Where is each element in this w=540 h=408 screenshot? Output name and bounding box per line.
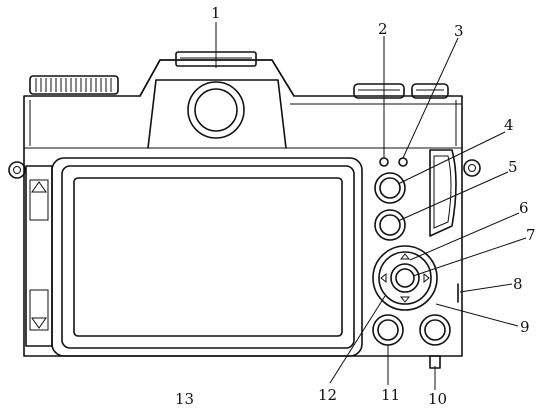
shutter-dial [353,83,405,99]
callout-9: 9 [520,318,530,336]
mode-dial [29,75,119,95]
camera-body [8,59,481,357]
indicator-light-a [379,157,389,167]
lower-right-button [419,314,451,346]
screen-hinge [25,165,53,347]
viewfinder [139,51,295,149]
indicator-light-b [398,157,408,167]
lower-left-button [372,314,404,346]
callout-3: 3 [454,22,464,40]
callout-6: 6 [519,199,529,217]
control-dial [372,245,438,311]
lcd-screen [51,157,363,357]
callout-4: 4 [504,116,514,134]
callout-1: 1 [211,4,221,22]
callout-5: 5 [508,158,518,176]
callout-10: 10 [428,390,447,408]
callout-8: 8 [513,275,523,293]
leader-lines [215,22,527,390]
callout-7: 7 [526,226,536,244]
upper-function-button [374,172,406,204]
callout-13: 13 [175,390,194,408]
callout-12: 12 [318,386,337,404]
callout-labels: 1 2 3 4 5 6 7 8 9 10 11 12 13 [175,4,536,408]
middle-function-button [374,209,406,241]
callout-2: 2 [378,20,388,38]
thumb-grip [429,149,457,237]
callout-11: 11 [381,386,400,404]
